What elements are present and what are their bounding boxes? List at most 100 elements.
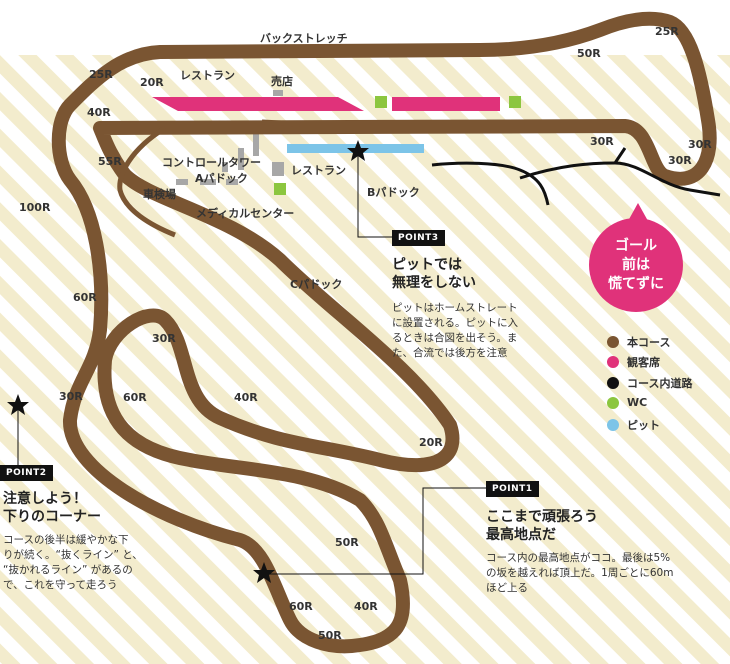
point3-desc: ピットはホームストレート に設置される。ピットに入 るときは合図を出そう。ま た… — [392, 301, 518, 361]
radius-label: 50R — [318, 629, 342, 642]
radius-label: 30R — [59, 390, 83, 403]
radius-label: 60R — [123, 391, 147, 404]
legend-swatch — [607, 419, 619, 431]
point2-title-line: 下りのコーナー — [3, 509, 101, 525]
legend-item-stands: 観客席 — [607, 354, 660, 370]
point1-desc-line: コース内の最高地点がココ。最後は5% — [486, 552, 671, 564]
point1-desc: コース内の最高地点がココ。最後は5% の坂を越えれば頂上だ。1周ごとに60m ほ… — [486, 551, 673, 596]
building — [222, 162, 228, 172]
radius-label: 60R — [73, 291, 97, 304]
label-inspection: 車検場 — [143, 188, 176, 201]
point2-desc: コースの後半は緩やかな下 りが続く。“抜くライン” と、 “抜かれるライン” が… — [3, 533, 143, 593]
legend-label: ピット — [627, 419, 660, 432]
point3-star[interactable] — [347, 140, 369, 161]
legend-swatch — [607, 336, 619, 348]
label-restaurant-top: レストラン — [180, 69, 235, 82]
goal-bubble: ゴール 前は 慌てずに — [589, 218, 683, 312]
radius-label: 30R — [152, 332, 176, 345]
point2-desc-line: “抜かれるライン” があるの — [3, 564, 133, 576]
legend-item-wc: WC — [607, 396, 647, 409]
radius-label: 20R — [419, 436, 443, 449]
pit-exit-road — [261, 119, 301, 127]
legend-swatch — [607, 396, 619, 409]
goal-line3: 慌てずに — [608, 275, 664, 292]
building — [200, 179, 216, 185]
legend-item-inner-road: コース内道路 — [607, 375, 692, 391]
point3-desc-line: た、合流では後方を注意 — [392, 347, 508, 359]
radius-label: 30R — [688, 138, 712, 151]
label-b-paddock: Bパドック — [367, 186, 420, 199]
point3-desc-line: るときは合図を出そう。ま — [392, 332, 518, 344]
point3-desc-line: ピットはホームストレート — [392, 302, 518, 314]
point2-desc-line: コースの後半は緩やかな下 — [3, 534, 129, 546]
point1-leader — [266, 487, 486, 575]
point1-title-line: 最高地点だ — [486, 527, 556, 543]
label-c-paddock: Cパドック — [290, 278, 343, 291]
wc-marker — [375, 96, 387, 108]
legend-item-course: 本コース — [607, 334, 670, 350]
label-back-straight: バックストレッチ — [260, 32, 348, 45]
building — [273, 90, 283, 96]
grandstand-left — [152, 97, 364, 111]
legend-item-pit: ピット — [607, 417, 660, 433]
point1-tag: POINT1 — [486, 481, 539, 497]
radius-label: 55R — [98, 155, 122, 168]
point3-leader — [357, 152, 392, 238]
building — [238, 148, 244, 170]
legend-swatch — [607, 356, 619, 368]
goal-bubble-pointer — [628, 203, 648, 221]
radius-label: 50R — [577, 47, 601, 60]
label-control-tower: コントロールタワー — [162, 156, 261, 169]
building — [272, 162, 284, 176]
radius-label: 25R — [89, 68, 113, 81]
legend-label: コース内道路 — [627, 377, 693, 390]
point1-desc-line: の坂を越えれば頂上だ。1周ごとに60m — [486, 567, 674, 579]
inner-road — [431, 161, 550, 206]
wc-marker — [274, 183, 286, 195]
point1-title: ここまで頑張ろう 最高地点だ — [486, 508, 598, 544]
radius-label: 30R — [590, 135, 614, 148]
building — [226, 179, 238, 185]
legend-swatch — [607, 377, 619, 389]
building — [253, 130, 259, 156]
label-restaurant-pit: レストラン — [291, 164, 346, 177]
radius-label: 100R — [19, 201, 51, 214]
label-a-paddock: Aパドック — [195, 172, 248, 185]
legend-label: 本コース — [627, 336, 671, 349]
point1-star[interactable] — [253, 562, 275, 583]
radius-label: 20R — [140, 76, 164, 89]
point2-title: 注意しよう！ 下りのコーナー — [3, 490, 101, 526]
point2-desc-line: りが続く。“抜くライン” と、 — [3, 549, 143, 561]
point2-title-line: 注意しよう！ — [3, 491, 87, 507]
point1-desc-line: ほど上る — [486, 582, 528, 594]
grandstand-right — [392, 97, 500, 111]
point2-star[interactable] — [7, 394, 29, 415]
label-medical: メディカルセンター — [196, 207, 295, 220]
point3-title-line: ピットでは — [392, 257, 462, 273]
radius-label: 25R — [655, 25, 679, 38]
legend-label: 観客席 — [627, 356, 660, 369]
radius-label: 40R — [87, 106, 111, 119]
radius-label: 60R — [289, 600, 313, 613]
radius-label: 30R — [668, 154, 692, 167]
goal-line2: 前は — [622, 256, 650, 273]
label-shop: 売店 — [271, 75, 293, 88]
point2-desc-line: で、これを守って走ろう — [3, 579, 118, 591]
main-course — [51, 11, 717, 654]
point1-title-line: ここまで頑張ろう — [486, 509, 598, 525]
radius-label: 40R — [354, 600, 378, 613]
inner-road — [613, 147, 627, 164]
radius-label: 50R — [335, 536, 359, 549]
infield-connector — [117, 125, 176, 238]
legend-label: WC — [627, 396, 648, 409]
point3-title: ピットでは 無理をしない — [392, 256, 476, 292]
point3-title-line: 無理をしない — [392, 275, 476, 291]
point3-tag: POINT3 — [392, 230, 445, 246]
point3-desc-line: に設置される。ピットに入 — [392, 317, 518, 329]
building — [176, 179, 188, 185]
wc-marker — [509, 96, 521, 108]
radius-label: 40R — [234, 391, 258, 404]
point2-tag: POINT2 — [0, 465, 53, 481]
